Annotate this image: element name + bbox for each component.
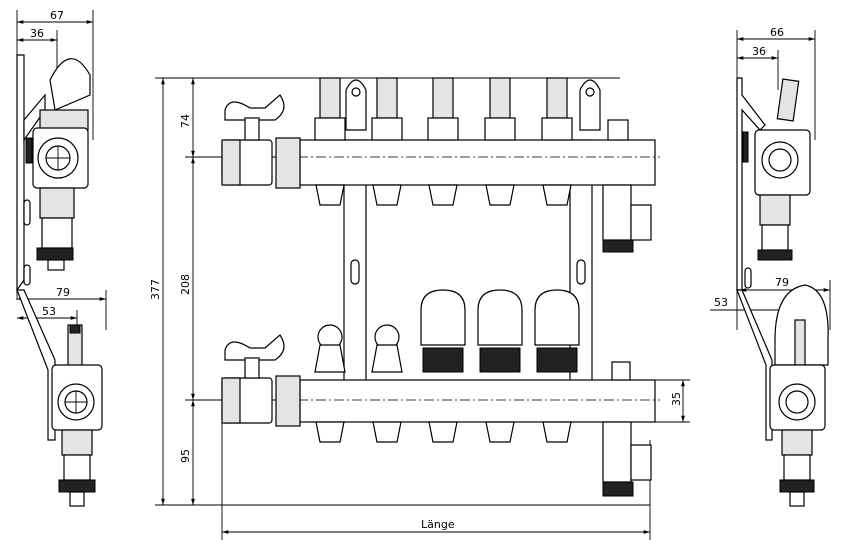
- bottom-outlets: [315, 421, 652, 497]
- dim-79: 79: [56, 286, 70, 299]
- dim-208: 208: [179, 274, 192, 295]
- right-side-view-bottom: 79 53: [710, 276, 831, 507]
- dim-377: 377: [149, 279, 162, 300]
- dim-35: 35: [670, 392, 683, 406]
- actuators: [314, 289, 631, 381]
- dim-66: 66: [770, 26, 784, 39]
- dim-74: 74: [179, 114, 192, 128]
- dim-95: 95: [179, 449, 192, 463]
- flowmeters: [314, 77, 629, 141]
- dim-67: 67: [50, 9, 64, 22]
- dim-53: 53: [714, 296, 728, 309]
- dim-36: 36: [30, 27, 44, 40]
- top-outlets: [315, 184, 652, 253]
- dim-36: 36: [752, 45, 766, 58]
- left-side-view-top: 67 36: [16, 9, 94, 300]
- dim-79: 79: [775, 276, 789, 289]
- length-label: Länge: [421, 518, 455, 531]
- supply-manifold-bar: [299, 139, 656, 186]
- left-side-view-bottom: 79 53: [16, 286, 107, 507]
- front-view: 377 74 208 95 35 Länge: [149, 77, 690, 540]
- right-side-view-top: 66 36: [736, 26, 816, 330]
- return-manifold-bar: [299, 379, 656, 423]
- dim-53: 53: [42, 305, 56, 318]
